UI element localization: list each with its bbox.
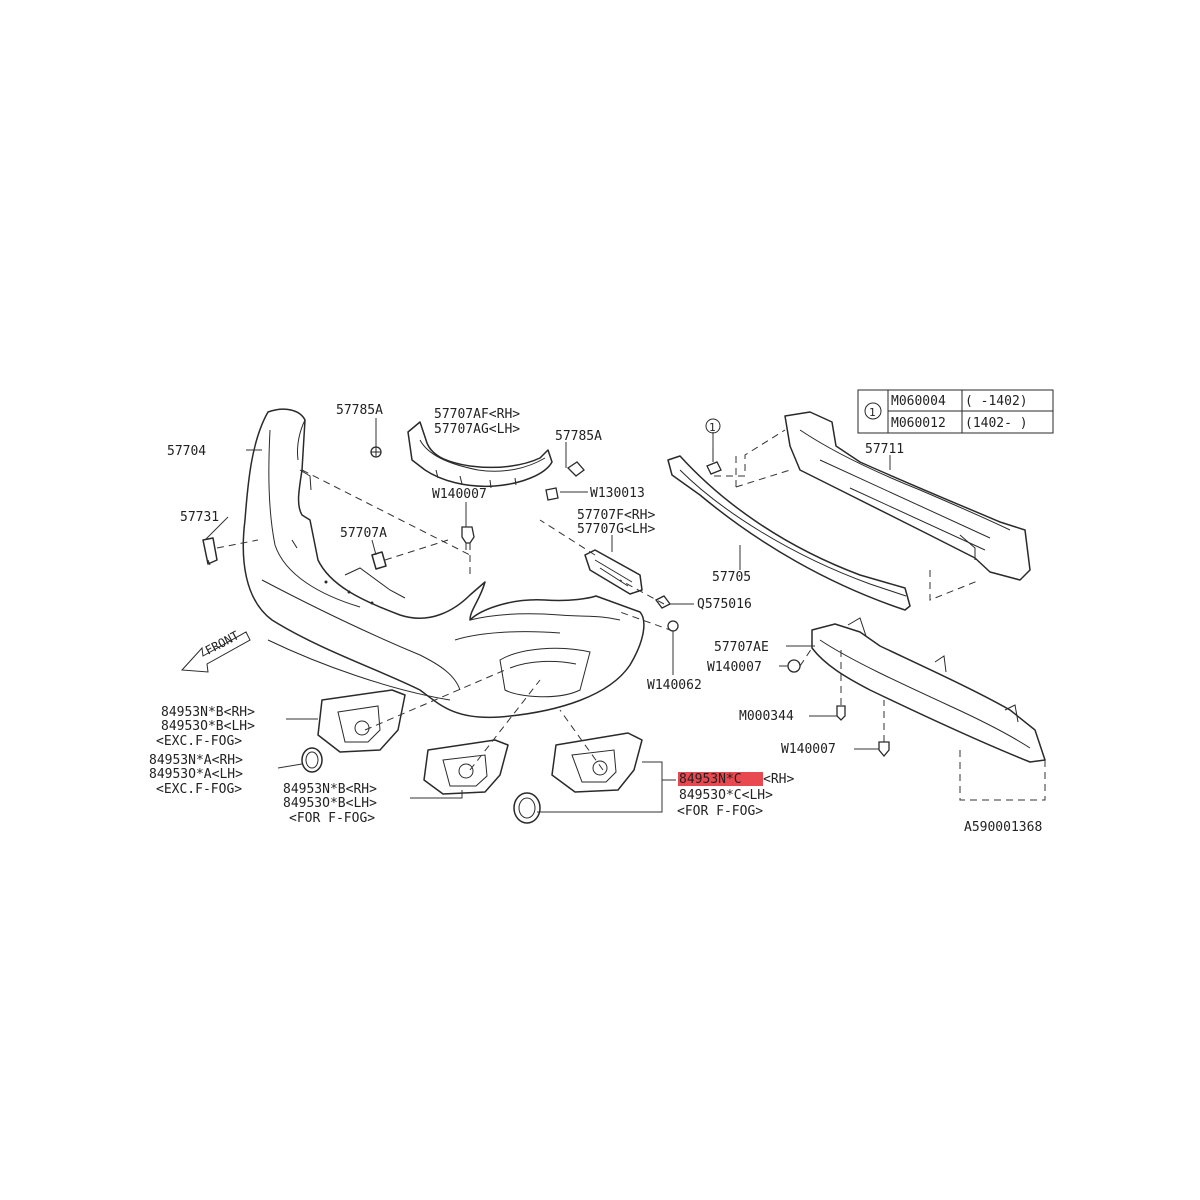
table-row-1-part: M060004 <box>891 394 946 409</box>
label-w140062: W140062 <box>647 678 702 693</box>
table-row-2-part: M060012 <box>891 416 946 431</box>
label-57785a-right: 57785A <box>555 429 602 444</box>
label-57705: 57705 <box>712 570 751 585</box>
front-label: FRONT <box>203 628 241 657</box>
table-row-2-range: (1402- ) <box>965 416 1028 431</box>
label-84953oc-lh: 84953O*C<LH> <box>679 788 773 803</box>
reinforcement-57705 <box>667 455 911 611</box>
label-57704: 57704 <box>167 444 206 459</box>
label-84953nb-fog-rh: 84953N*B<RH> <box>283 782 377 797</box>
label-q575016: Q575016 <box>697 597 752 612</box>
fog-cover-84953b-fog <box>423 739 509 795</box>
leader-lines <box>204 418 891 813</box>
clip-57785a-right <box>566 461 585 477</box>
label-m000344: M000344 <box>739 709 794 724</box>
label-84953na-rh: 84953N*A<RH> <box>149 753 243 768</box>
label-84953oa-lh: 84953O*A<LH> <box>149 767 243 782</box>
clip-w140007-mid <box>787 659 801 673</box>
label-57731: 57731 <box>180 510 219 525</box>
label-84953b-cond: <EXC.F-FOG> <box>156 734 242 749</box>
upper-bracket <box>407 421 553 489</box>
label-57707af: 57707AF<RH> <box>434 407 520 422</box>
label-84953c-cond: <FOR F-FOG> <box>677 804 763 819</box>
bolt-callout-1 <box>706 448 722 475</box>
label-w130013: W130013 <box>590 486 645 501</box>
label-84953nc-part: 84953N*C <box>679 772 742 787</box>
clip-w140007-low <box>878 741 890 758</box>
side-cap <box>202 537 218 566</box>
assembly-lines <box>216 429 1046 801</box>
fog-cover-84953b-exc <box>317 689 406 753</box>
label-84953a-cond: <EXC.F-FOG> <box>156 782 242 797</box>
highlight-box <box>678 772 763 786</box>
label-w140007-top: W140007 <box>432 487 487 502</box>
absorber-57711 <box>784 411 1031 581</box>
label-57711: 57711 <box>865 442 904 457</box>
label-84953nc-side: <RH> <box>763 772 794 787</box>
front-arrow: FRONT <box>180 628 251 673</box>
clip-57785a-left <box>370 446 382 458</box>
label-57707ag: 57707AG<LH> <box>434 422 520 437</box>
bracket-57707a <box>371 551 387 570</box>
label-57707f: 57707F<RH> <box>577 508 655 523</box>
fog-covers <box>301 689 643 824</box>
screw-q575016 <box>655 595 671 609</box>
label-57707g: 57707G<LH> <box>577 522 655 537</box>
label-w140007-mid: W140007 <box>707 660 762 675</box>
clip-w140007-top <box>461 526 475 550</box>
table-row-1-range: ( -1402) <box>965 394 1028 409</box>
callout-table: 1 M060004 ( -1402) M060012 (1402- ) <box>857 389 1054 434</box>
diagram-id: A590001368 <box>964 820 1042 835</box>
callout-marker-1: 1 <box>705 418 721 434</box>
label-84953nb-rh: 84953N*B<RH> <box>161 705 255 720</box>
fog-cover-84953c <box>551 732 643 793</box>
label-84953ob-fog-lh: 84953O*B<LH> <box>283 796 377 811</box>
fog-cap-84953a <box>301 747 323 773</box>
fog-cap-84953c <box>513 792 541 824</box>
label-w140007-low: W140007 <box>781 742 836 757</box>
bumper-cover <box>242 408 645 719</box>
label-57707a: 57707A <box>340 526 387 541</box>
label-57707ae: 57707AE <box>714 640 769 655</box>
callout-marker-number: 1 <box>709 421 716 434</box>
table-callout-number: 1 <box>869 406 876 419</box>
part-labels: 57704 57731 57785A 57707AF<RH> 57707AG<L… <box>149 403 1042 835</box>
lower-bracket-57707ae <box>811 617 1046 763</box>
label-57785a-left: 57785A <box>336 403 383 418</box>
label-84953b-fog-cond: <FOR F-FOG> <box>289 811 375 826</box>
bracket-57707f <box>584 549 643 595</box>
clip-w130013 <box>545 487 559 501</box>
label-84953ob-lh: 84953O*B<LH> <box>161 719 255 734</box>
screw-m000344 <box>836 705 846 721</box>
